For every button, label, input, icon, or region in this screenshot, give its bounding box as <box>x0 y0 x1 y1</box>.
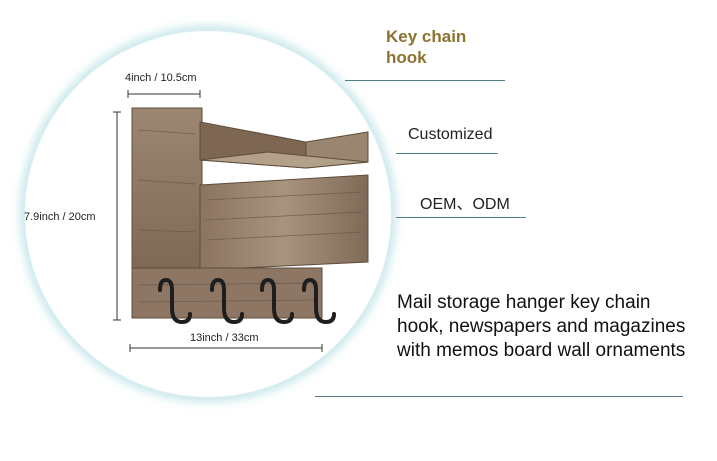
product-description: Mail storage hanger key chain hook, news… <box>397 292 686 361</box>
oem-odm-label: OEM、ODM <box>420 196 510 213</box>
oem-rule <box>396 217 526 218</box>
customized-rule <box>396 153 498 154</box>
customized-label: Customized <box>408 126 493 143</box>
title-rule <box>345 80 505 81</box>
width-dimension-label: 4inch / 10.5cm <box>125 72 197 84</box>
title-line-1: Key chain <box>386 27 467 46</box>
height-dimension-label: 7.9inch / 20cm <box>24 211 96 223</box>
title-line-2: hook <box>386 48 427 67</box>
description-rule <box>315 396 683 397</box>
length-dimension-label: 13inch / 33cm <box>190 332 259 344</box>
